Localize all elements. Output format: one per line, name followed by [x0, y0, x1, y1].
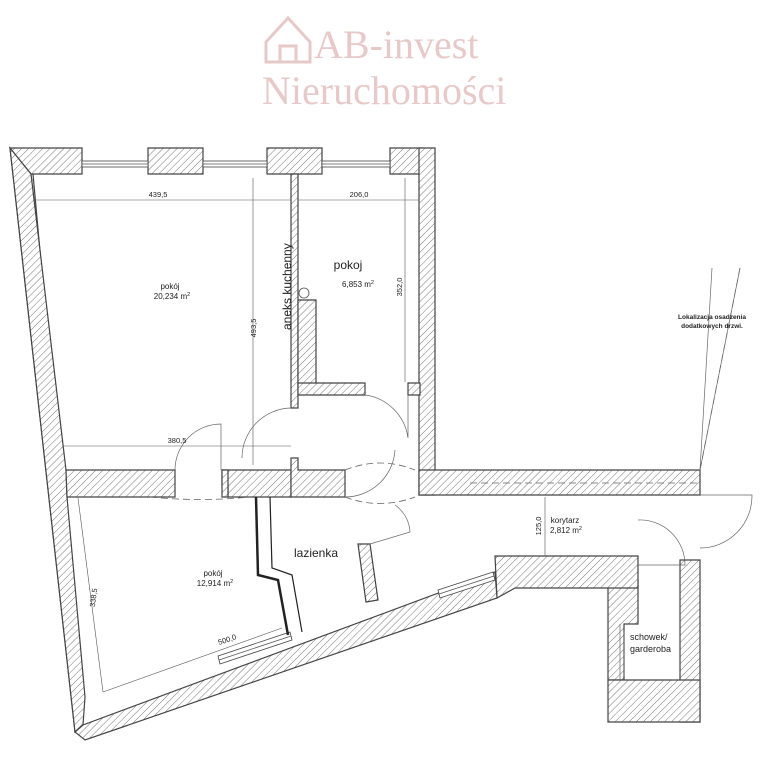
doors	[174, 267, 753, 680]
dim-small-room-height: 352,0	[395, 278, 404, 297]
window-bottom-1	[217, 631, 293, 665]
room-living-label: pokój 20,234 m2	[154, 282, 190, 301]
room-corridor-area: 2,812 m	[550, 526, 579, 535]
room-small-label: pokoj 6,853 m2	[334, 258, 374, 289]
wall-horizontal-mid-3	[290, 457, 346, 498]
room-bedroom-name: pokój	[203, 569, 222, 578]
dim-corridor-height: 125,0	[534, 517, 543, 536]
watermark-brand: AB-invest	[314, 22, 478, 67]
room-living-name: pokój	[160, 282, 179, 291]
room-storage-line1: schowek/	[630, 632, 668, 642]
watermark-subtitle: Nieruchomości	[262, 68, 506, 113]
svg-text:20,234 m2: 20,234 m2	[154, 292, 190, 301]
wall-storage-bottom	[607, 679, 701, 723]
note-line1: Lokalizacja osadzenia	[678, 314, 746, 321]
wall-top-3	[266, 147, 323, 175]
wall-small-room-bottom-right	[407, 382, 421, 396]
wall-bath-right	[357, 543, 379, 603]
wall-storage-left	[607, 579, 639, 681]
room-living-area: 20,234 m	[154, 292, 188, 301]
opening-bedroom	[149, 496, 251, 500]
room-bedroom-area: 12,914 m	[197, 579, 231, 588]
svg-text:6,853 m2: 6,853 m2	[342, 280, 374, 289]
note-additional-door: Lokalizacja osadzenia dodatkowych drzwi.	[678, 314, 746, 330]
wall-horizontal-mid-2	[221, 469, 292, 498]
window-top-2	[202, 160, 268, 168]
room-small-area: 6,853 m	[342, 280, 371, 289]
dim-living-height: 493,5	[249, 319, 258, 338]
wall-bath-partition-2	[269, 496, 303, 633]
wall-right-upper	[418, 147, 436, 496]
room-bedroom-area-sup: 2	[230, 579, 233, 585]
pipe-icon	[298, 287, 310, 299]
wall-pillar	[221, 469, 229, 498]
room-kitchen-name: aneks kuchenny	[280, 243, 294, 330]
wall-small-room-left	[297, 299, 317, 386]
opening-hall	[344, 462, 416, 504]
window-top-1	[81, 160, 149, 168]
room-small-area-sup: 2	[371, 280, 374, 286]
room-living-area-sup: 2	[187, 292, 190, 298]
window-top-3	[321, 160, 391, 168]
dim-small-room-width: 206,0	[350, 190, 369, 199]
dim-bedroom-height: 338,5	[88, 588, 100, 608]
room-corridor-label: korytarz 2,812 m2	[550, 516, 582, 535]
room-corridor-area-sup: 2	[579, 526, 582, 532]
room-storage-line2: garderoba	[630, 644, 671, 654]
svg-text:12,914 m2: 12,914 m2	[197, 579, 233, 588]
room-bathroom-name: lazienka	[294, 546, 338, 560]
window-bottom-2	[437, 571, 496, 599]
dim-living-width-top: 439,5	[149, 190, 168, 199]
house-logo-icon	[264, 15, 312, 64]
room-storage-label: schowek/ garderoba	[630, 632, 671, 654]
wall-bottom-slant	[74, 571, 498, 741]
wall-bath-partition	[254, 496, 290, 636]
wall-small-room-bottom	[297, 382, 366, 396]
room-small-name: pokoj	[334, 258, 363, 272]
dimension-lines	[33, 178, 546, 693]
note-line2: dodatkowych drzwi.	[681, 323, 743, 330]
wall-left-band	[9, 146, 86, 734]
wall-horizontal-mid	[65, 469, 176, 498]
room-corridor-name: korytarz	[551, 516, 579, 525]
wall-top-4	[389, 147, 423, 175]
wall-top-2	[147, 147, 204, 175]
watermark: AB-invest Nieruchomości	[262, 15, 506, 113]
room-bedroom-label: pokój 12,914 m2	[197, 569, 233, 588]
wall-mid-vertical	[290, 173, 299, 409]
dim-living-width-bottom: 380,5	[168, 436, 187, 445]
svg-text:2,812 m2: 2,812 m2	[550, 526, 582, 535]
